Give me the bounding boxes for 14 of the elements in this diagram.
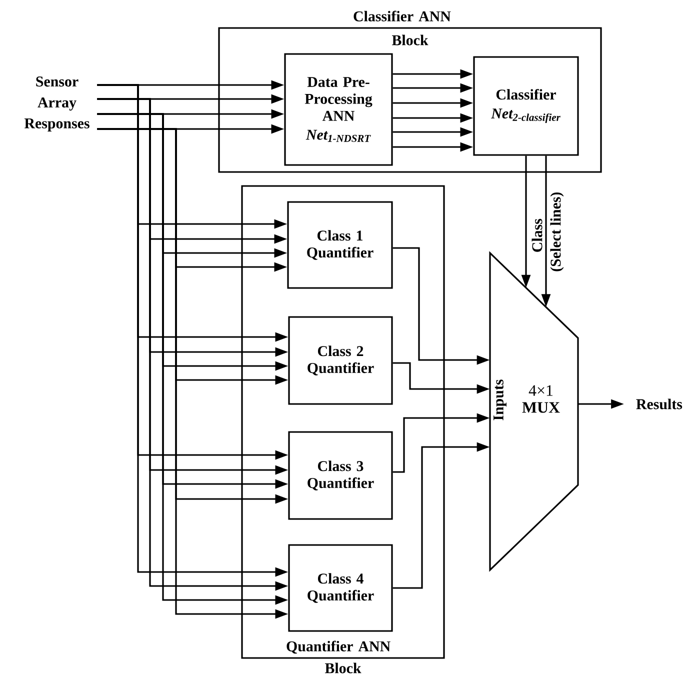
- process-box: Class 4 Quantifier: [288, 544, 393, 632]
- group-title: Classifier ANN Block: [354, 10, 451, 46]
- process-box: Class 1 Quantifier: [287, 201, 393, 289]
- process-box: Classifier $\text{\bfseries\itshape Net}_{\text{\bfseries\itshape 2-classifier}}$: [473, 56, 579, 156]
- mux-label: 4×1 MUX: [522, 385, 560, 413]
- process-box: Class 3 Quantifier: [288, 431, 393, 520]
- group-title: Quantifier ANN Block: [286, 640, 390, 674]
- inputs-label: Inputs: [494, 380, 506, 420]
- edge-label: (Select lines): [550, 192, 564, 272]
- input-label: Sensor Array Responses: [24, 76, 90, 132]
- output-label: Results: [636, 398, 682, 410]
- process-box: Data Pre-Processing ANN $\text{\bfseries\itshape Net}_{\text{\bfseries\itshape 1-NDSRT}}$: [284, 53, 393, 166]
- edge-label: Class: [532, 218, 542, 252]
- process-box: Class 2 Quantifier: [288, 316, 393, 405]
